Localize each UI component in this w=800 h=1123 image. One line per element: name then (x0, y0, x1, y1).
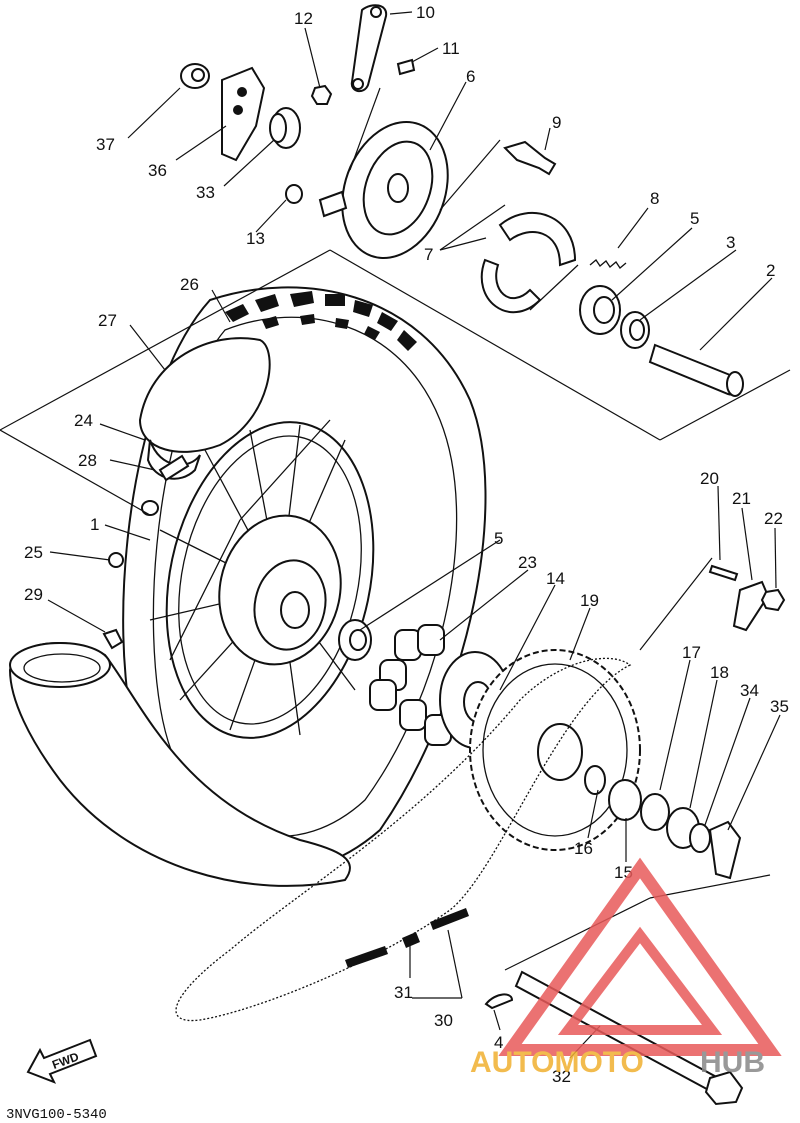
part-label-25: 25 (24, 543, 43, 562)
automotohub-watermark: AUTOMOTO HUB (470, 857, 782, 1079)
drawing-code: 3NVG100-5340 (6, 1107, 107, 1123)
forward-arrow-icon: FWD (26, 1038, 98, 1084)
part-label-18: 18 (710, 663, 729, 682)
part-label-29: 29 (24, 585, 43, 604)
part-number-labels: 12 10 11 6 9 37 36 33 8 5 3 13 7 2 26 27… (24, 3, 789, 1086)
part-label-22: 22 (764, 509, 783, 528)
watermark-text-automoto: AUTOMOTO (470, 1046, 644, 1079)
part-label-9: 9 (552, 113, 561, 132)
part-label-3: 3 (726, 233, 735, 252)
part-label-19: 19 (580, 591, 599, 610)
part-label-20: 20 (700, 469, 719, 488)
part-label-24: 24 (74, 411, 93, 430)
part-label-28: 28 (78, 451, 97, 470)
part-label-6: 6 (466, 67, 475, 86)
part-label-4: 4 (494, 1033, 503, 1052)
part-label-16: 16 (574, 839, 593, 858)
axle-parts-top (579, 285, 744, 397)
tire-tread (225, 291, 417, 351)
part-label-11: 11 (442, 39, 460, 58)
automotohub-logo-icon (498, 857, 782, 1056)
part-label-7: 7 (424, 245, 433, 264)
part-label-30: 30 (434, 1011, 453, 1030)
part-label-35: 35 (770, 697, 789, 716)
part-label-26: 26 (180, 275, 199, 294)
adjuster-left (180, 63, 266, 162)
part-label-27: 27 (98, 311, 117, 330)
part-label-36: 36 (148, 161, 167, 180)
part-label-14: 14 (546, 569, 565, 588)
tire-lower (8, 642, 351, 887)
part-label-10: 10 (416, 3, 435, 22)
part-label-23: 23 (518, 553, 537, 572)
part-label-31: 31 (394, 983, 413, 1002)
drive-chain (175, 657, 632, 1022)
drive-assembly (338, 564, 786, 880)
part-label-17: 17 (682, 643, 701, 662)
part-label-13: 13 (246, 229, 265, 248)
leader-lines (0, 11, 791, 1059)
brake-assembly (269, 4, 627, 314)
watermark-text-hub: HUB (700, 1046, 765, 1079)
valve-parts (102, 454, 190, 650)
part-label-21: 21 (732, 489, 751, 508)
part-label-5-mid: 5 (494, 529, 503, 548)
wheel-assembly (122, 286, 487, 873)
part-label-8: 8 (650, 189, 659, 208)
part-label-2: 2 (766, 261, 775, 280)
part-label-32: 32 (552, 1067, 571, 1086)
part-label-34: 34 (740, 681, 759, 700)
part-label-1: 1 (90, 515, 99, 534)
part-label-33: 33 (196, 183, 215, 202)
part-label-12: 12 (294, 9, 313, 28)
part-label-37: 37 (96, 135, 115, 154)
part-label-5-top: 5 (690, 209, 699, 228)
